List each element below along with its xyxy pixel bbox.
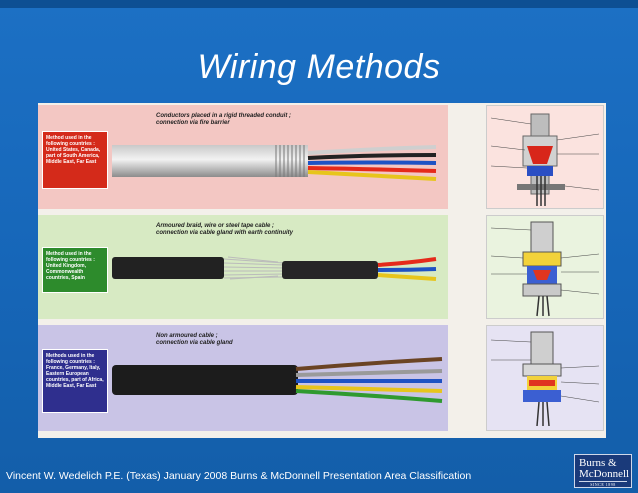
logo-line-3: SINCE 1898 xyxy=(579,481,627,487)
slide-footer: Vincent W. Wedelich P.E. (Texas) January… xyxy=(6,470,472,482)
row-caption: Non armoured cable ; connection via cabl… xyxy=(156,333,233,346)
row-non-armoured-cable: Non armoured cable ; connection via cabl… xyxy=(38,325,448,431)
country-tag: Method used in the following countries :… xyxy=(42,247,108,293)
row-caption: Conductors placed in a rigid threaded co… xyxy=(156,113,292,126)
wiring-figure: Conductors placed in a rigid threaded co… xyxy=(38,103,606,438)
logo-line-2: McDonnell xyxy=(579,468,630,480)
logo-line-1: Burns & xyxy=(579,457,617,469)
non-armoured-gland-detail xyxy=(486,325,604,431)
slide-title: Wiring Methods xyxy=(197,48,441,86)
country-tag: Methods used in the following countries … xyxy=(42,349,108,413)
row-rigid-conduit: Conductors placed in a rigid threaded co… xyxy=(38,105,448,209)
armoured-gland-detail xyxy=(486,215,604,319)
row-caption: Armoured braid, wire or steel tape cable… xyxy=(156,223,294,236)
row-armoured-cable: Armoured braid, wire or steel tape cable… xyxy=(38,215,448,319)
burns-mcdonnell-logo: Burns & McDonnell SINCE 1898 xyxy=(574,454,632,488)
country-tag: Method used in the following countries :… xyxy=(42,131,108,189)
fire-barrier-detail xyxy=(486,105,604,209)
